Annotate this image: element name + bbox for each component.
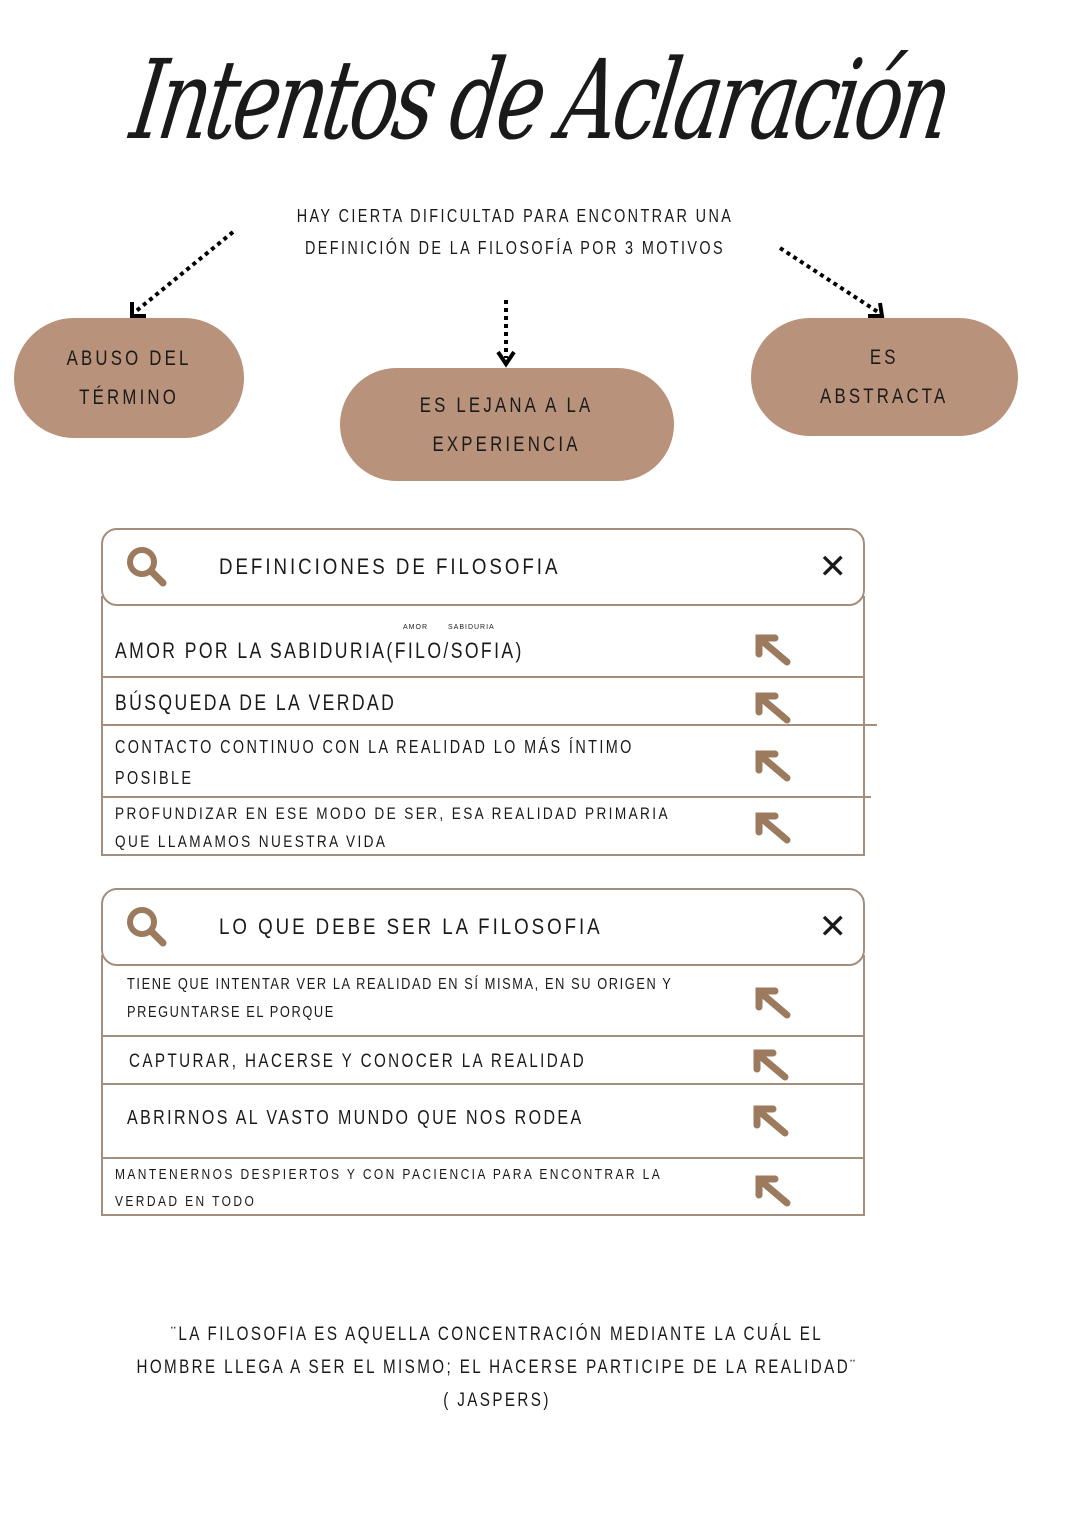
list-item: TIENE QUE INTENTAR VER LA REALIDAD EN SÍ… [103, 957, 863, 1037]
close-icon[interactable]: ✕ [818, 548, 848, 586]
item-text: TIENE QUE INTENTAR VER LA REALIDAD EN SÍ… [127, 971, 672, 1027]
arrow-up-left-icon[interactable] [753, 748, 793, 784]
arrow-up-left-icon[interactable] [753, 1173, 793, 1209]
search-query[interactable]: LO QUE DEBE SER LA FILOSOFIA [219, 914, 603, 939]
list-item: AMOR SABIDURIA AMOR POR LA SABIDURIA(FIL… [103, 598, 863, 676]
note-sabiduria: SABIDURIA [448, 624, 495, 631]
list-item: PROFUNDIZAR EN ESE MODO DE SER, ESA REAL… [103, 796, 871, 854]
motive-line: ABUSO DEL [66, 347, 192, 370]
arrow-up-left-icon[interactable] [753, 810, 793, 846]
motive-abuso: ABUSO DEL TÉRMINO [14, 318, 244, 438]
quote-line: ¨LA FILOSOFIA ES AQUELLA CONCENTRACIÓN M… [170, 1324, 824, 1345]
item-line: TIENE QUE INTENTAR VER LA REALIDAD EN SÍ… [127, 976, 673, 993]
search-bar-definiciones[interactable]: DEFINICIONES DE FILOSOFIA ✕ [101, 528, 865, 606]
list-item: CAPTURAR, HACERSE Y CONOCER LA REALIDAD [103, 1035, 863, 1085]
item-line: MANTENERNOS DESPIERTOS Y CON PACIENCIA P… [115, 1166, 663, 1183]
list-item: MANTENERNOS DESPIERTOS Y CON PACIENCIA P… [103, 1157, 863, 1215]
close-icon[interactable]: ✕ [818, 908, 848, 946]
arrow-up-left-icon[interactable] [753, 690, 793, 726]
search-icon[interactable] [125, 545, 169, 589]
arrow-up-left-icon[interactable] [751, 1047, 791, 1083]
list-item: ABRIRNOS AL VASTO MUNDO QUE NOS RODEA [103, 1083, 863, 1159]
item-text: ABRIRNOS AL VASTO MUNDO QUE NOS RODEA [127, 1107, 584, 1129]
motive-abstracta: ES ABSTRACTA [751, 318, 1018, 436]
motive-line: EXPERIENCIA [432, 432, 582, 456]
item-line: QUE LLAMAMOS NUESTRA VIDA [115, 832, 388, 851]
intro-line: HAY CIERTA DIFICULTAD PARA ENCONTRAR UNA [296, 206, 734, 226]
list-item: CONTACTO CONTINUO CON LA REALIDAD LO MÁS… [103, 724, 877, 798]
dotted-arrow-icon [133, 230, 235, 314]
item-text: BÚSQUEDA DE LA VERDAD [115, 690, 397, 715]
motive-line: TÉRMINO [79, 386, 179, 409]
quote-author: ( JASPERS) [443, 1390, 551, 1411]
arrow-up-left-icon[interactable] [753, 632, 793, 668]
item-text: PROFUNDIZAR EN ESE MODO DE SER, ESA REAL… [115, 800, 670, 856]
note-amor: AMOR [403, 624, 428, 631]
intro-line: DEFINICIÓN DE LA FILOSOFÍA POR 3 MOTIVOS [304, 238, 726, 258]
motive-line: ES LEJANA A LA [420, 393, 594, 417]
item-text: AMOR POR LA SABIDURIA(FILO/SOFIA) [115, 638, 524, 663]
search-query[interactable]: DEFINICIONES DE FILOSOFIA [219, 554, 561, 579]
definitions-list: AMOR SABIDURIA AMOR POR LA SABIDURIA(FIL… [101, 596, 877, 856]
arrow-up-left-icon[interactable] [753, 985, 793, 1021]
motive-line: ABSTRACTA [820, 385, 949, 408]
dotted-arrows [130, 230, 885, 368]
intro-text: HAY CIERTA DIFICULTAD PARA ENCONTRAR UNA… [263, 200, 767, 264]
search-icon[interactable] [125, 905, 169, 949]
list-item: BÚSQUEDA DE LA VERDAD [103, 676, 863, 726]
should-be-list: TIENE QUE INTENTAR VER LA REALIDAD EN SÍ… [101, 955, 865, 1216]
quote-line: HOMBRE LLEGA A SER EL MISMO; EL HACERSE … [136, 1357, 858, 1378]
motive-lejana: ES LEJANA A LA EXPERIENCIA [340, 368, 674, 481]
item-line: VERDAD EN TODO [115, 1193, 257, 1210]
item-line: PREGUNTARSE EL PORQUE [127, 1004, 335, 1021]
item-text: CONTACTO CONTINUO CON LA REALIDAD LO MÁS… [115, 732, 634, 794]
arrow-up-left-icon[interactable] [751, 1103, 791, 1139]
item-text: MANTENERNOS DESPIERTOS Y CON PACIENCIA P… [115, 1161, 662, 1215]
motive-line: ES [870, 346, 899, 369]
item-line: PROFUNDIZAR EN ESE MODO DE SER, ESA REAL… [115, 804, 670, 823]
search-bar-debe-ser[interactable]: LO QUE DEBE SER LA FILOSOFIA ✕ [101, 888, 865, 966]
item-line: POSIBLE [115, 768, 194, 788]
jaspers-quote: ¨LA FILOSOFIA ES AQUELLA CONCENTRACIÓN M… [129, 1318, 865, 1417]
item-text: CAPTURAR, HACERSE Y CONOCER LA REALIDAD [129, 1051, 587, 1072]
dotted-arrow-icon [778, 246, 880, 314]
item-line: CONTACTO CONTINUO CON LA REALIDAD LO MÁS… [115, 737, 634, 757]
